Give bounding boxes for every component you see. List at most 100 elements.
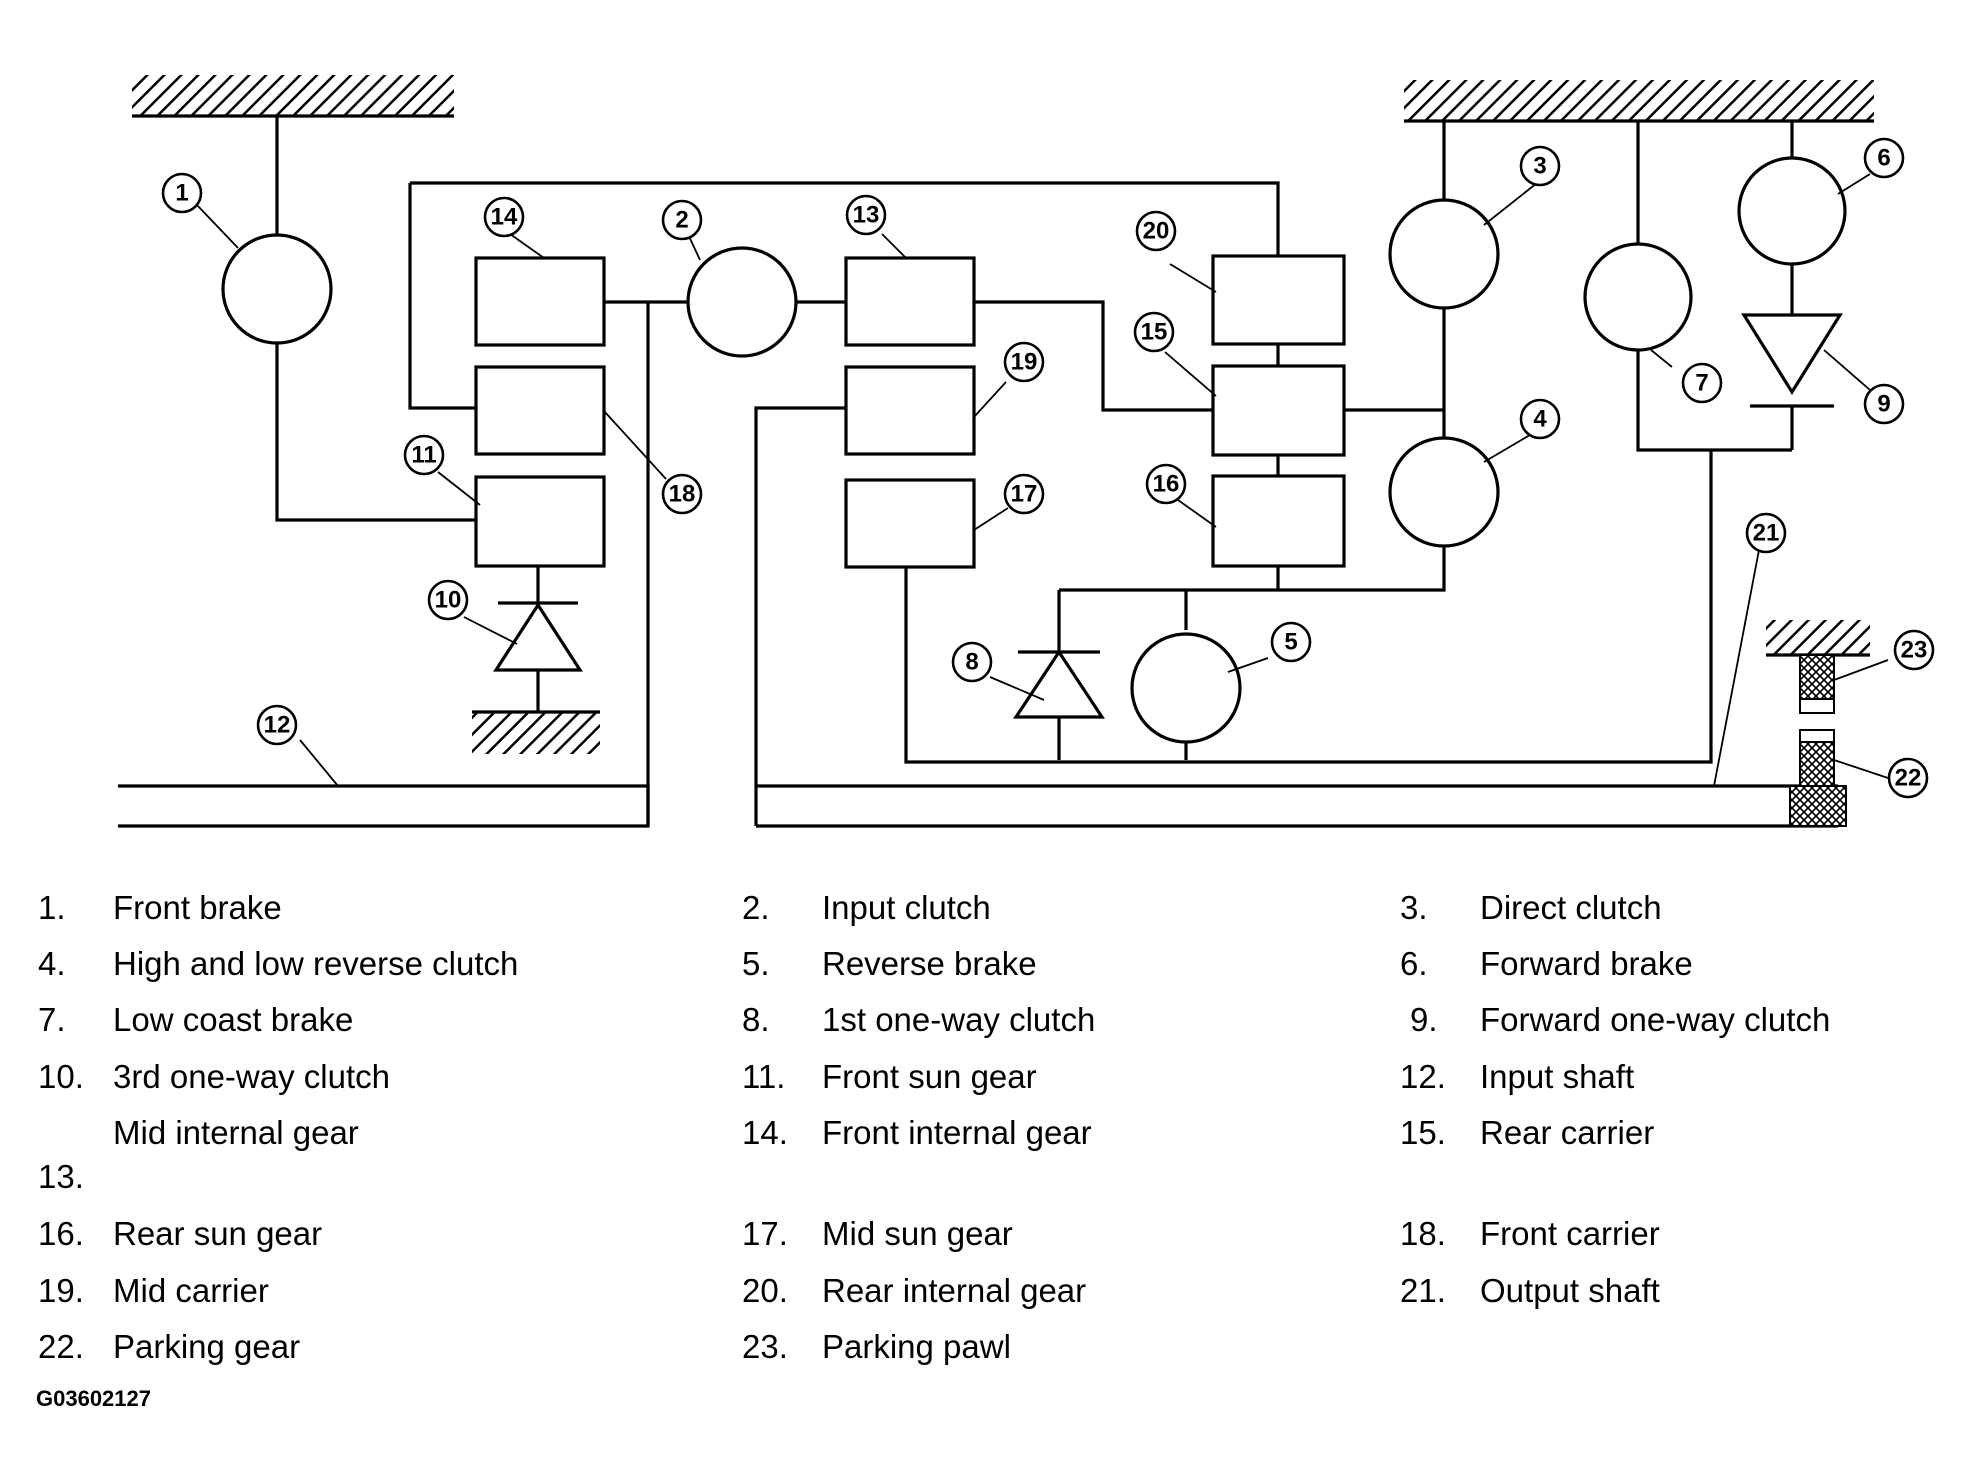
- callout-circle: [1270, 621, 1312, 663]
- callout-circle: [661, 199, 703, 241]
- legend-label: Forward one-way clutch: [1480, 1001, 1831, 1038]
- legend-label: Forward brake: [1480, 945, 1693, 982]
- legend-number: 5.: [742, 945, 770, 982]
- legend-label: Rear internal gear: [822, 1272, 1087, 1309]
- legend-label: Output shaft: [1480, 1272, 1660, 1309]
- callout-20: 20: [1135, 210, 1177, 252]
- callout-circle: [951, 641, 993, 683]
- legend-label: 1st one-way clutch: [822, 1001, 1096, 1038]
- callout-number: 18: [669, 481, 696, 508]
- callout-number: 14: [491, 204, 518, 231]
- callout-22: 22: [1887, 757, 1929, 799]
- callout-circle: [483, 196, 525, 238]
- callout-18: 18: [661, 473, 703, 515]
- callout-23: 23: [1893, 629, 1935, 671]
- front-internal-gear: [474, 256, 606, 347]
- parking-pawl-tip: [1799, 698, 1835, 714]
- legend-label: Low coast brake: [113, 1001, 354, 1038]
- callout-number: 3: [1533, 153, 1546, 180]
- callout-number: 13: [853, 202, 880, 229]
- callout-number: 6: [1877, 145, 1890, 172]
- legend-number: 7.: [38, 1001, 66, 1038]
- callout-number: 22: [1895, 765, 1922, 792]
- legend-number: 2.: [742, 889, 770, 926]
- callout-number: 20: [1143, 218, 1170, 245]
- legend-number: 18.: [1400, 1215, 1446, 1252]
- rear-internal-gear: [1211, 254, 1346, 346]
- callout-16: 16: [1145, 463, 1187, 505]
- callout-number: 7: [1695, 370, 1708, 397]
- callout-5: 5: [1270, 621, 1312, 663]
- legend-label: Reverse brake: [822, 945, 1037, 982]
- legend-label: Front internal gear: [822, 1114, 1092, 1151]
- legend-label: Mid internal gear: [113, 1114, 359, 1151]
- callout-number: 9: [1877, 391, 1890, 418]
- callout-number: 4: [1533, 406, 1547, 433]
- legend-number: 23.: [742, 1328, 788, 1365]
- callout-number: 10: [435, 587, 462, 614]
- parking-gear-hub: [1789, 785, 1847, 827]
- legend-label: Input shaft: [1480, 1058, 1635, 1095]
- callout-number: 17: [1011, 481, 1038, 508]
- legend-number: 9.: [1410, 1001, 1438, 1038]
- callout-21: 21: [1745, 512, 1787, 554]
- forward-brake: [1737, 156, 1847, 266]
- forward-one-way-clutch: [1741, 313, 1843, 408]
- callout-circle: [1133, 311, 1175, 353]
- callout-7: 7: [1681, 362, 1723, 404]
- callout-circle: [1519, 398, 1561, 440]
- input-shaft: [118, 784, 650, 828]
- legend-label: 3rd one-way clutch: [113, 1058, 390, 1095]
- callout-circle: [1863, 137, 1905, 179]
- mid-internal-gear: [844, 256, 976, 347]
- front-sun-gear: [474, 475, 606, 568]
- connection-lines: [275, 116, 1794, 826]
- callout-circle: [1003, 473, 1045, 515]
- callout-number: 21: [1753, 520, 1780, 547]
- legend-number: 11.: [742, 1058, 786, 1095]
- callout-6: 6: [1863, 137, 1905, 179]
- callout-circle: [845, 194, 887, 236]
- output-shaft: [756, 784, 1838, 828]
- callout-15: 15: [1133, 311, 1175, 353]
- legend-label: Direct clutch: [1480, 889, 1662, 926]
- legend-label: Front brake: [113, 889, 282, 926]
- callout-circle: [427, 579, 469, 621]
- callout-circle: [1887, 757, 1929, 799]
- callout-17: 17: [1003, 473, 1045, 515]
- legend-number: 16.: [38, 1215, 84, 1252]
- legend-label: Input clutch: [822, 889, 991, 926]
- 1st-one-way-clutch: [1013, 649, 1105, 719]
- legend-number: 1.: [38, 889, 66, 926]
- callout-10: 10: [427, 579, 469, 621]
- callout-3: 3: [1519, 145, 1561, 187]
- callout-number: 11: [411, 442, 436, 469]
- legend-number: 19.: [38, 1272, 84, 1309]
- legend-number: 8.: [742, 1001, 770, 1038]
- callout-circle: [1135, 210, 1177, 252]
- legend-number: 6.: [1400, 945, 1428, 982]
- rear-carrier: [1211, 364, 1346, 457]
- callout-number: 5: [1284, 629, 1297, 656]
- housing-ground: [472, 712, 600, 754]
- legend-number: 21.: [1400, 1272, 1446, 1309]
- parking-gear: [1799, 741, 1835, 787]
- legend-label: Mid sun gear: [822, 1215, 1013, 1252]
- callout-4: 4: [1519, 398, 1561, 440]
- callout-number: 16: [1153, 471, 1180, 498]
- callout-circle: [1745, 512, 1787, 554]
- legend-label: Rear carrier: [1480, 1114, 1655, 1151]
- callout-number: 12: [264, 712, 291, 739]
- callout-14: 14: [483, 196, 525, 238]
- housing-ground: [1766, 620, 1870, 654]
- callout-8: 8: [951, 641, 993, 683]
- legend-number: 13.: [38, 1158, 84, 1195]
- mid-sun-gear: [844, 478, 976, 569]
- parking-pawl: [1799, 654, 1835, 700]
- front-brake: [221, 233, 333, 345]
- legend-number: 20.: [742, 1272, 788, 1309]
- legend-label: Rear sun gear: [113, 1215, 323, 1252]
